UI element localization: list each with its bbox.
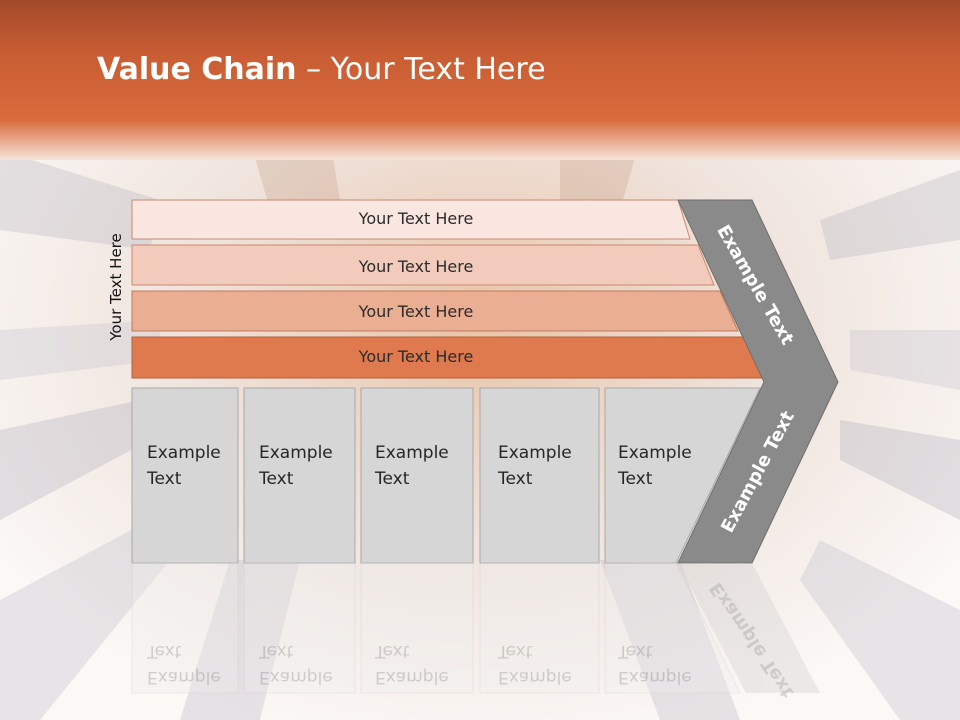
activity-box-4[interactable] (479, 387, 600, 564)
bar-1-label: Your Text Here (358, 209, 474, 228)
title-rest: – Your Text Here (296, 52, 546, 87)
bar-2-label: Your Text Here (358, 257, 474, 276)
activity-box-5[interactable] (604, 387, 761, 564)
margin-chevron[interactable] (677, 199, 839, 564)
bar-2[interactable] (131, 244, 715, 286)
bar-3-label: Your Text Here (358, 302, 474, 321)
title-bold: Value Chain (97, 52, 297, 87)
reflection (131, 562, 820, 694)
activity-box-2[interactable] (243, 387, 356, 564)
activity-box-1[interactable] (131, 387, 239, 564)
pencil-shapes (0, 140, 960, 720)
side-label: Your Text Here (107, 233, 125, 341)
bar-4-label: Your Text Here (358, 347, 474, 366)
slide-title: Value Chain – Your Text Here (97, 52, 546, 87)
activity-box-3[interactable] (360, 387, 474, 564)
bar-1[interactable] (131, 199, 691, 240)
bar-3[interactable] (131, 290, 739, 332)
